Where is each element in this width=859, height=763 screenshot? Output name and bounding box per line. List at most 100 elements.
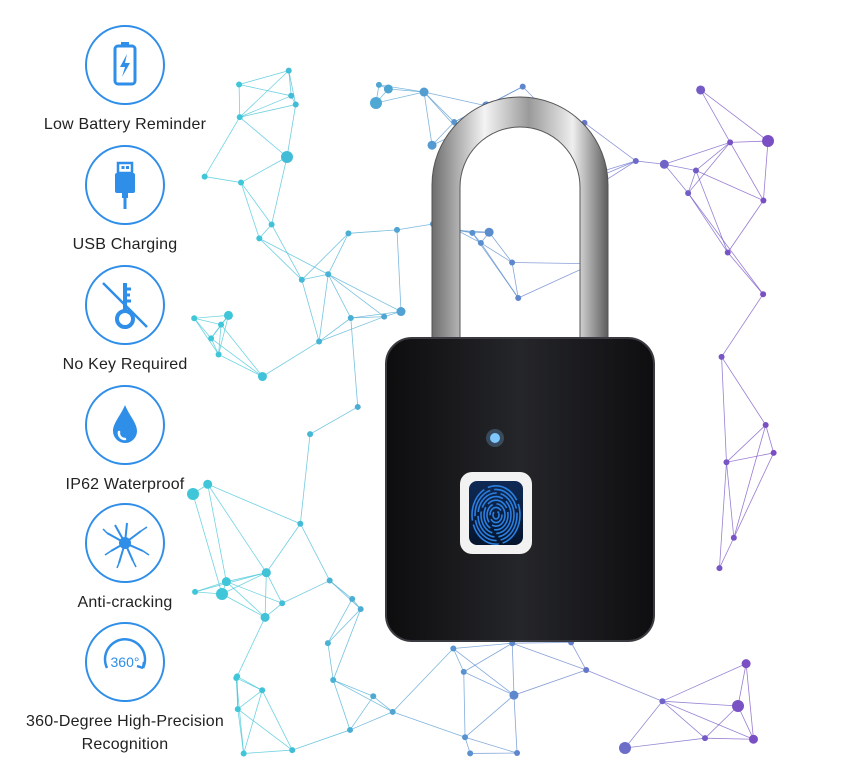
network-line (271, 156, 288, 225)
network-node (450, 645, 457, 652)
network-node (484, 227, 494, 237)
fingerprint-padlock (385, 96, 655, 642)
network-node (357, 606, 364, 613)
network-node (324, 640, 331, 647)
feature-360-recognition: 360° 360-Degree High-Precision Recogniti… (0, 622, 250, 756)
network-line (193, 317, 212, 339)
network-line (328, 273, 402, 312)
network-line (332, 608, 362, 681)
network-line (695, 170, 729, 253)
feature-anti-cracking: Anti-cracking (0, 503, 250, 614)
network-line (453, 648, 515, 696)
network-line (664, 163, 697, 171)
network-line (463, 671, 515, 696)
network-line (327, 608, 361, 644)
network-line (194, 317, 222, 326)
feature-label: Anti-cracking (77, 594, 173, 611)
network-line (763, 140, 769, 201)
network-node (326, 577, 333, 584)
network-node (238, 179, 245, 186)
network-line (271, 224, 303, 280)
network-line (262, 341, 320, 377)
network-line (236, 617, 266, 677)
network-node (760, 197, 767, 204)
network-line (240, 156, 288, 183)
network-line (309, 406, 358, 435)
network-line (463, 671, 466, 738)
network-line (226, 581, 266, 618)
network-node (460, 668, 467, 675)
network-node (659, 159, 669, 169)
network-line (635, 160, 665, 165)
network-line (452, 648, 465, 673)
network-line (240, 182, 272, 225)
network-line (695, 170, 764, 201)
network-line (329, 580, 353, 600)
network-node (762, 135, 774, 147)
network-line (333, 679, 374, 697)
network-node (427, 140, 437, 150)
network-node (260, 612, 270, 622)
network-line (288, 70, 297, 105)
network-line (570, 642, 587, 671)
network-line (237, 708, 293, 751)
network-line (624, 700, 663, 749)
network-line (373, 695, 393, 713)
network-line (239, 104, 296, 118)
network-line (513, 695, 518, 754)
network-line (264, 572, 267, 618)
feature-label: IP62 Waterproof (65, 476, 185, 493)
network-node (451, 119, 458, 126)
network-line (226, 581, 283, 604)
network-node (354, 403, 361, 410)
network-node (619, 742, 631, 754)
network-line (721, 356, 727, 463)
network-line (726, 452, 774, 463)
network-line (662, 700, 754, 740)
crack-icon (85, 503, 165, 583)
network-line (727, 252, 764, 295)
feature-low-battery: Low Battery Reminder (0, 25, 250, 136)
network-node (223, 310, 233, 320)
network-line (396, 223, 434, 231)
network-node (394, 226, 401, 233)
fingerprint-ridge (477, 492, 515, 538)
network-node (288, 92, 295, 99)
network-line (327, 273, 385, 317)
fingerprint-ridge (480, 495, 512, 535)
network-line (719, 537, 735, 569)
network-node (730, 534, 737, 541)
network-line (239, 116, 288, 158)
network-line (243, 690, 263, 754)
network-node (307, 431, 314, 438)
network-node (583, 667, 590, 674)
fingerprint-ridge (486, 502, 506, 527)
feature-label: Low Battery Reminder (43, 116, 207, 133)
network-line (329, 580, 361, 610)
network-node (509, 690, 519, 700)
fingerprint-ridge (471, 484, 521, 545)
network-line (239, 70, 290, 118)
network-line (463, 642, 513, 673)
network-line (204, 176, 242, 183)
network-line (301, 273, 329, 281)
network-node (325, 271, 332, 278)
network-line (318, 317, 352, 342)
network-line (700, 89, 731, 143)
network-node (256, 235, 263, 242)
network-node (702, 735, 709, 742)
network-node (732, 700, 744, 712)
network-node (659, 698, 666, 705)
network-node (741, 659, 751, 669)
network-node (187, 488, 199, 500)
network-node (261, 568, 271, 578)
network-node (221, 577, 231, 587)
network-node (515, 294, 522, 301)
network-node (396, 307, 406, 317)
network-line (349, 696, 374, 731)
fingerprint-icon (471, 484, 521, 545)
network-line (392, 648, 454, 713)
network-line (207, 484, 227, 582)
network-node (297, 520, 304, 527)
